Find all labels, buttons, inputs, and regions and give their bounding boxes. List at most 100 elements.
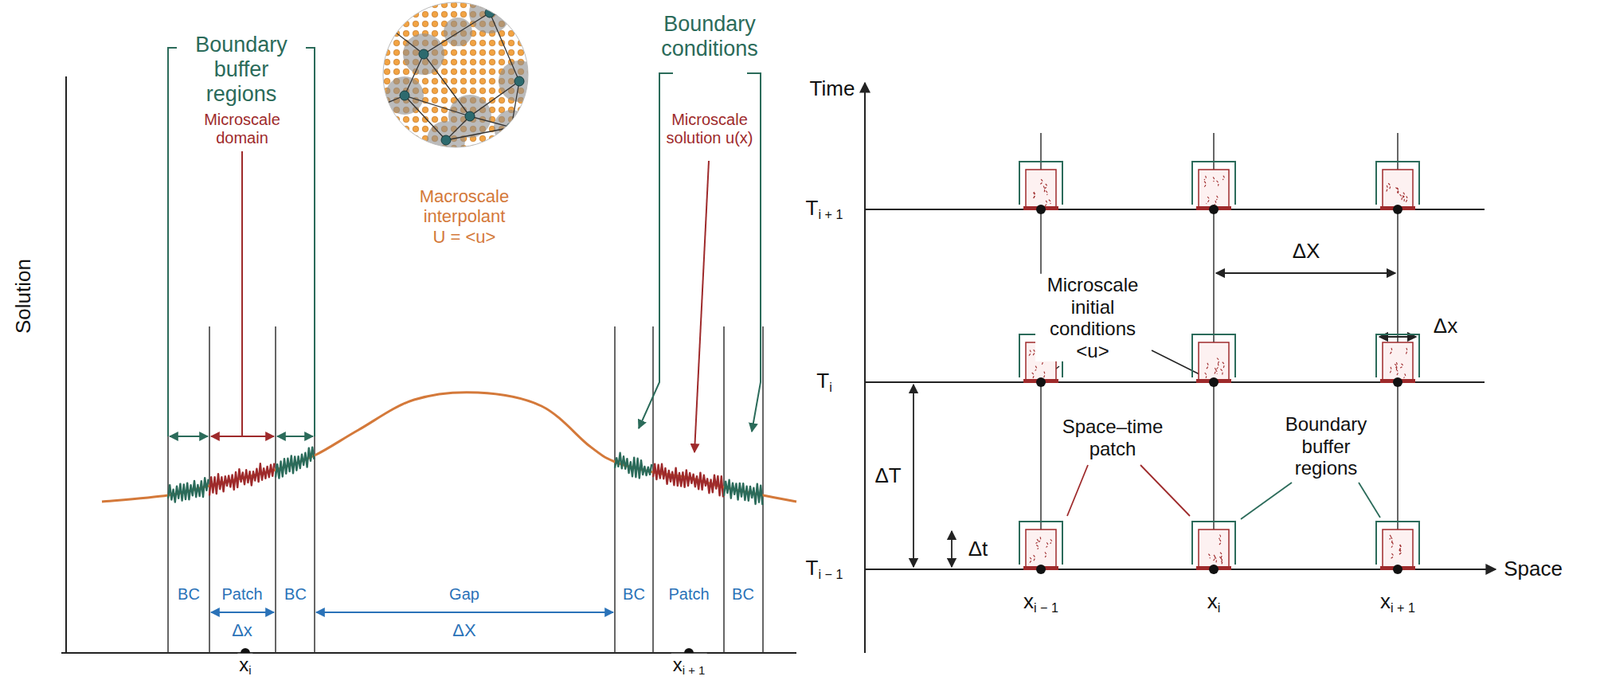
grid-point xyxy=(1392,564,1403,575)
grid-point xyxy=(1392,377,1403,388)
micro-trajectory xyxy=(1385,185,1388,193)
label-base: x xyxy=(1023,589,1034,614)
micro-trajectory xyxy=(1403,373,1405,378)
micro-trajectory xyxy=(1394,363,1397,372)
annotation-label: Solution xyxy=(11,257,36,336)
micro-trajectory xyxy=(1388,367,1391,375)
micro-trajectory xyxy=(1028,557,1032,564)
time-space-axes xyxy=(864,82,1496,654)
annotation-label: ΔT xyxy=(872,464,903,489)
label-base: T xyxy=(805,555,819,580)
annotation-label: Patch xyxy=(666,585,711,604)
micro-trajectory xyxy=(1222,362,1225,369)
space-time-patch xyxy=(1025,169,1057,208)
micro-trajectory xyxy=(1220,552,1222,560)
micro-trajectory xyxy=(1219,539,1221,546)
dimension-arrow xyxy=(211,611,614,614)
label-base: T xyxy=(816,368,830,393)
micro-trajectory xyxy=(1391,553,1394,559)
label-base: x xyxy=(672,653,683,676)
micro-trajectory xyxy=(1043,371,1045,380)
micro-trajectory xyxy=(1045,542,1048,548)
leader-line xyxy=(1240,482,1381,520)
micro-trajectory xyxy=(1213,555,1216,561)
micro-trajectory xyxy=(1220,369,1224,376)
annotation-label: BC xyxy=(730,585,756,604)
micro-trajectory xyxy=(1216,358,1219,365)
micro-trajectory xyxy=(1045,191,1049,196)
annotation-label: Δx xyxy=(230,620,255,641)
annotation-label: Space xyxy=(1502,557,1565,582)
micro-trajectory xyxy=(1396,369,1398,376)
microscale-solution xyxy=(653,464,724,498)
microscale-solution xyxy=(209,463,274,497)
axes xyxy=(61,76,797,654)
micro-trajectory xyxy=(1044,551,1047,558)
annotation-label: Space–time patch xyxy=(1055,415,1170,460)
annotation-label: Macroscale interpolant U = <u> xyxy=(414,186,514,247)
space-time-patch xyxy=(1198,529,1229,568)
annotation-label: xi + 1 xyxy=(671,653,708,679)
micro-trajectory xyxy=(1036,539,1039,544)
annotation-label: Boundary buffer regions xyxy=(1276,413,1376,480)
space-time-patch xyxy=(1198,342,1229,380)
label-subscript: i − 1 xyxy=(817,567,843,582)
annotation-label: BC xyxy=(176,585,202,604)
micro-trajectory xyxy=(1389,348,1392,355)
micro-trajectory xyxy=(1216,180,1219,187)
micro-trajectory xyxy=(1402,192,1405,199)
micro-trajectory xyxy=(1215,369,1217,374)
micro-trajectory xyxy=(1222,176,1225,180)
micro-trajectory xyxy=(1218,535,1221,540)
grid-point xyxy=(1208,377,1219,388)
annotation-label: BC xyxy=(282,585,309,604)
micro-trajectory xyxy=(1400,363,1403,368)
micro-trajectory xyxy=(1044,183,1048,189)
micro-trajectory xyxy=(1204,181,1206,188)
label-subscript: i + 1 xyxy=(1390,600,1416,615)
macroscale-curve xyxy=(101,392,797,502)
leader-line xyxy=(1067,465,1190,517)
micro-trajectory xyxy=(1050,539,1053,544)
annotation-label: xi xyxy=(237,653,253,679)
annotation-label: xi + 1 xyxy=(1378,590,1417,615)
space-time-patch xyxy=(1198,169,1229,208)
micro-trajectory xyxy=(1208,554,1210,560)
micro-trajectory xyxy=(1204,176,1207,180)
label-base: x xyxy=(238,653,249,676)
micro-trajectory xyxy=(1040,179,1043,184)
annotation-label: Δx xyxy=(1431,314,1460,339)
domain-leader xyxy=(211,151,709,453)
grid-point xyxy=(1036,204,1046,215)
grid-point xyxy=(1392,204,1403,215)
label-subscript: i xyxy=(829,379,833,395)
micro-trajectory xyxy=(1216,363,1219,371)
label-subscript: i + 1 xyxy=(682,664,706,677)
micro-trajectory xyxy=(1038,536,1041,542)
micro-trajectory xyxy=(1398,545,1401,552)
space-time-patch xyxy=(1025,529,1057,568)
micro-trajectory xyxy=(1033,191,1035,198)
grid-point xyxy=(1208,564,1219,575)
annotation-label: xi xyxy=(1205,590,1223,615)
label-base: x xyxy=(1207,589,1218,614)
annotation-label: ΔX xyxy=(1290,239,1323,264)
micro-trajectory xyxy=(1044,200,1048,207)
annotation-label: ΔX xyxy=(450,620,478,641)
grid-point xyxy=(1036,377,1046,388)
micro-trajectory xyxy=(1390,536,1393,544)
annotation-label: Boundary buffer regions xyxy=(179,32,303,107)
microscale-solution xyxy=(275,447,314,479)
micro-trajectory xyxy=(1032,555,1036,562)
micro-trajectory xyxy=(1206,196,1210,204)
annotation-label: Microscale domain xyxy=(188,110,296,148)
micro-trajectory xyxy=(1204,372,1207,379)
annotation-label: Boundary conditions xyxy=(640,11,779,62)
bc-bracket xyxy=(638,73,761,432)
micro-trajectory xyxy=(1048,199,1052,204)
label-subscript: i + 1 xyxy=(817,207,843,222)
space-time-patch xyxy=(1382,342,1413,380)
micro-trajectory xyxy=(1213,200,1217,206)
annotation-label: Gap xyxy=(447,585,482,604)
annotation-label: Ti xyxy=(814,369,834,395)
